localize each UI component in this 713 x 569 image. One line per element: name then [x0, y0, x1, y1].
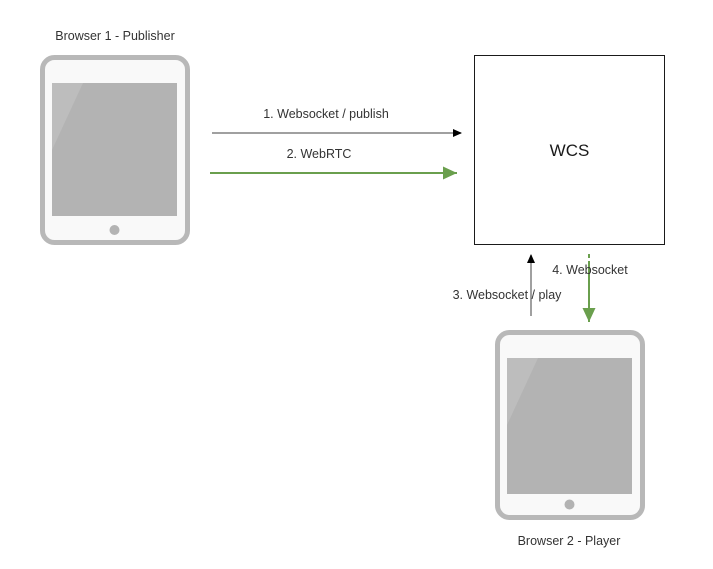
wcs-label: WCS — [550, 141, 590, 160]
tablet-icon — [495, 330, 645, 520]
publisher-node: Browser 1 - Publisher — [40, 29, 190, 245]
label-websocket-play: 3. Websocket / play — [453, 288, 563, 302]
tablet-icon — [40, 55, 190, 245]
edge-webrtc: 2. WebRTC — [210, 147, 457, 180]
label-webrtc: 2. WebRTC — [287, 147, 352, 161]
wcs-box — [474, 55, 665, 245]
edge-websocket-play: 3. Websocket / play — [446, 254, 563, 316]
publisher-label: Browser 1 - Publisher — [55, 29, 175, 43]
label-websocket: 4. Websocket — [552, 263, 628, 277]
server-node: WCS — [474, 55, 665, 245]
player-node: Browser 2 - Player — [495, 330, 645, 548]
label-websocket-publish: 1. Websocket / publish — [263, 107, 389, 121]
edge-websocket: 4. Websocket — [552, 254, 628, 322]
edge-websocket-publish: 1. Websocket / publish — [212, 107, 462, 137]
player-label: Browser 2 - Player — [518, 534, 621, 548]
